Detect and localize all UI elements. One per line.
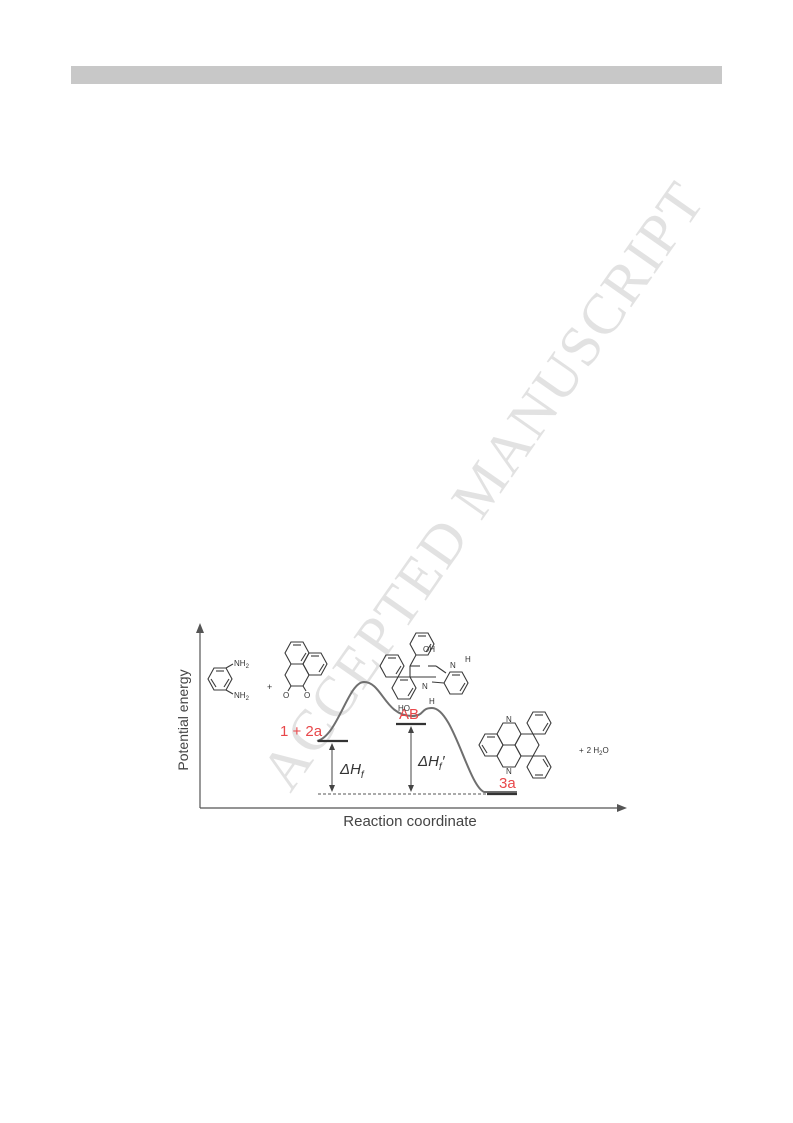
plus-sign: +: [267, 682, 272, 692]
oh-label: OH: [423, 645, 435, 654]
axes: [196, 623, 627, 812]
ho-label: HO: [398, 704, 410, 713]
molecule-diamine: [207, 663, 234, 695]
nh2-bottom: NH2: [234, 691, 250, 702]
energy-curve: [316, 680, 517, 793]
delta-h-label-1: ΔHf: [339, 761, 365, 781]
header-bar: [71, 66, 722, 84]
oxygen-left: O: [283, 691, 289, 700]
n-top-label: N: [450, 661, 456, 670]
nh2-top: NH2: [234, 659, 250, 670]
x-axis-label: Reaction coordinate: [343, 813, 476, 830]
state-label-product: 3a: [499, 775, 516, 792]
y-axis-label: Potential energy: [175, 669, 191, 770]
state-label-reactants: 1 + 2a: [280, 723, 323, 740]
oxygen-right: O: [304, 691, 310, 700]
delta-h-arrow-2: [408, 726, 414, 792]
state-label-intermediate: AB: [399, 706, 419, 723]
n-bottom-label: N: [422, 682, 428, 691]
molecule-quinone: [284, 641, 328, 692]
delta-h-arrow-1: [329, 743, 335, 792]
energy-diagram: Potential energy Reaction coordinate ΔHf…: [175, 623, 627, 830]
h-bottom-label: H: [429, 697, 435, 706]
product-n-top: N: [506, 715, 512, 724]
h-top-label: H: [465, 655, 471, 664]
product-n-bottom: N: [506, 767, 512, 776]
delta-h-label-2: ΔHf′: [417, 753, 446, 773]
molecule-product: [478, 711, 552, 779]
molecule-intermediate: [379, 632, 469, 700]
water-label: +2 H2O: [579, 746, 609, 757]
